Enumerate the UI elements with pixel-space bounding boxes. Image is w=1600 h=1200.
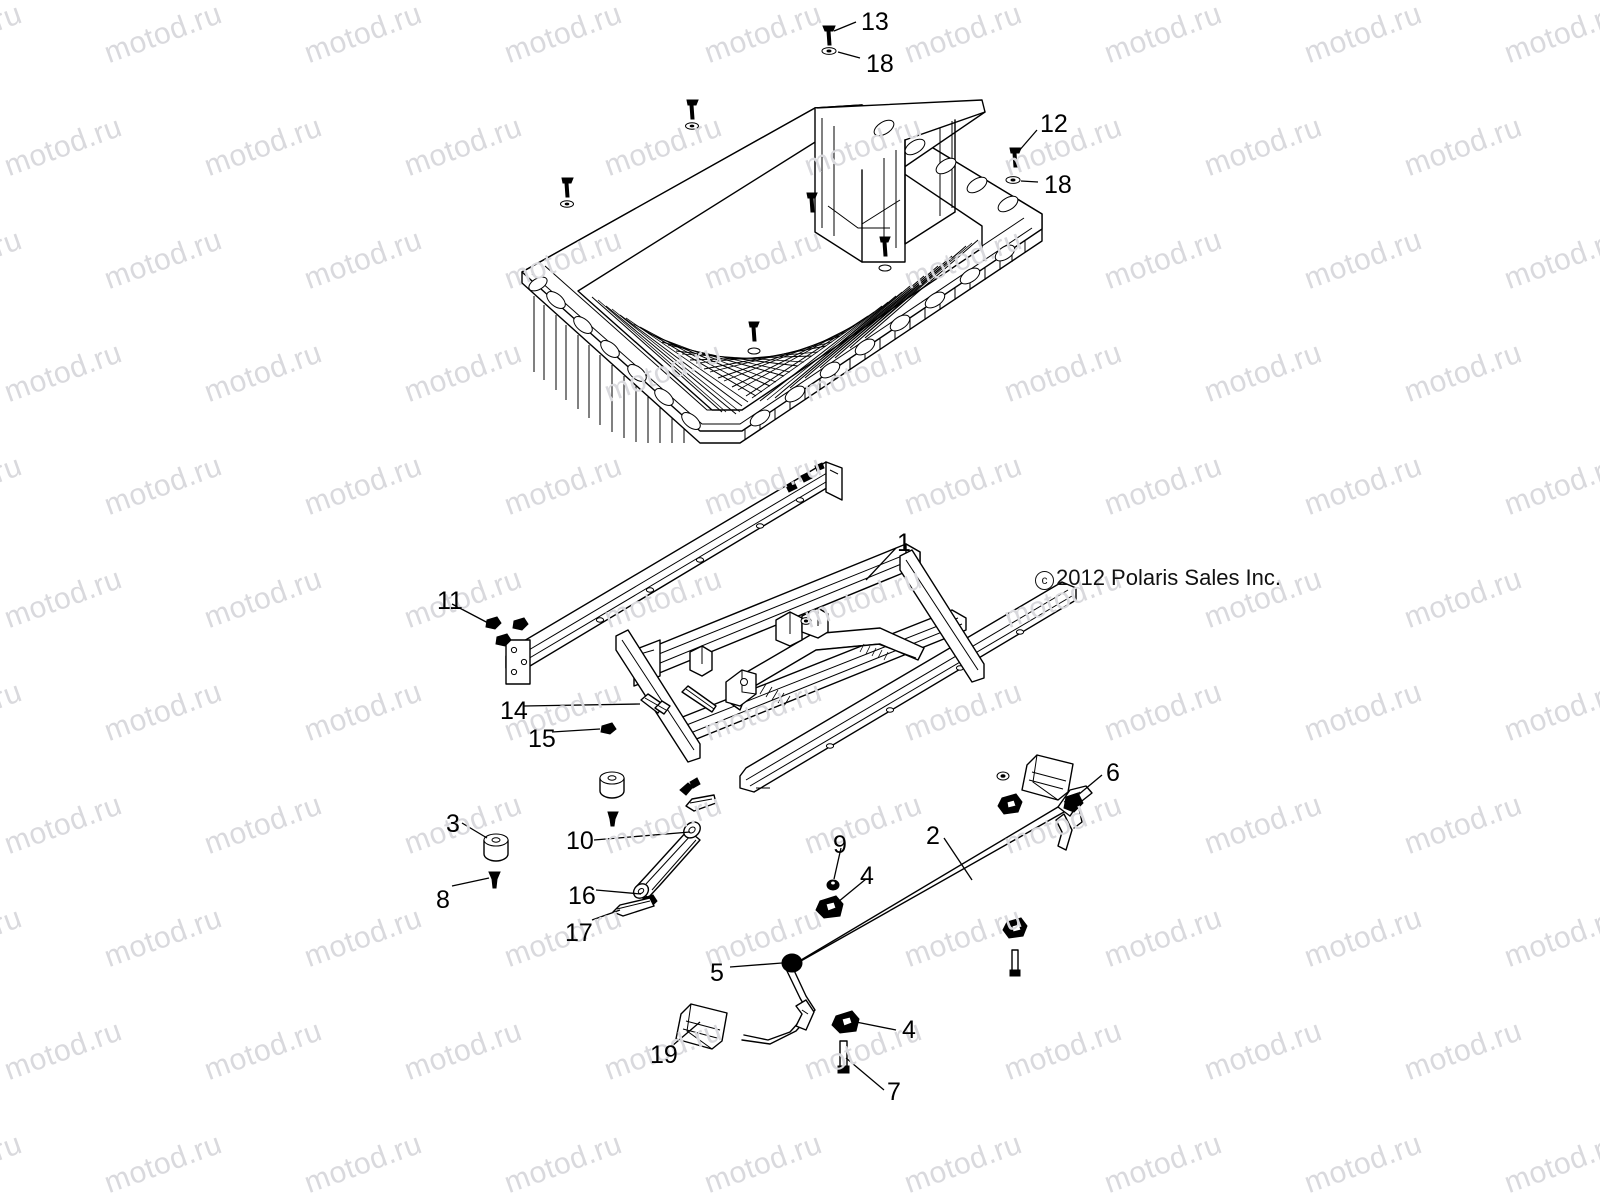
callout-7: 7 [887, 1078, 901, 1106]
copyright-icon: c [1035, 571, 1054, 590]
fastener-washer-18a [821, 47, 837, 55]
pin-rod-lower [1009, 949, 1021, 977]
part-17-spacer [612, 897, 655, 917]
frame-weldment [505, 461, 1077, 793]
callout-16: 16 [568, 882, 596, 910]
washer-rod-upper [996, 771, 1010, 781]
part-19-grip [675, 1003, 728, 1050]
fastener-screw-box-a [686, 99, 699, 120]
callout-15: 15 [528, 725, 556, 753]
callout-2: 2 [926, 822, 940, 850]
callout-19: 19 [650, 1041, 678, 1069]
callout-3: 3 [446, 810, 460, 838]
copyright-text: 2012 Polaris Sales Inc. [1056, 565, 1282, 590]
leader-lines [451, 21, 1103, 1091]
callout-18b: 18 [1044, 171, 1072, 199]
callout-8: 8 [436, 886, 450, 914]
fastener-washer-18b [1005, 176, 1021, 184]
clip-rod-lower [1002, 917, 1028, 939]
part-9-rivet [826, 879, 840, 891]
callout-4b: 4 [902, 1016, 916, 1044]
part-4a-clip [815, 895, 844, 919]
callout-1: 1 [897, 529, 911, 557]
fastener-washer-box-d [878, 264, 892, 272]
pin-near-strut [685, 794, 717, 812]
callout-5: 5 [710, 959, 724, 987]
part-6-grip [1021, 754, 1074, 801]
cargo-box-assembly [521, 25, 1043, 444]
fastener-screw-box-d [879, 236, 891, 257]
fastener-washer-box-e [747, 347, 761, 355]
part-15-nut [600, 722, 617, 735]
callout-17: 17 [565, 919, 593, 947]
frame-pin [681, 685, 717, 713]
callout-18a: 18 [866, 50, 894, 78]
part-10-gas-strut [632, 821, 701, 899]
bushing-upper [599, 771, 625, 799]
callout-14: 14 [500, 697, 528, 725]
part-4b-clip [831, 1010, 860, 1034]
part-7-pin [837, 1040, 850, 1074]
clip-rod-upper [997, 793, 1023, 815]
part-2-latch-rod [741, 785, 1093, 1045]
callout-13: 13 [861, 8, 889, 36]
callout-11: 11 [437, 587, 463, 615]
fastener-screw-box-b [561, 177, 574, 198]
part-11-clips [485, 616, 529, 647]
part-6-end-cap [1063, 792, 1084, 813]
part-14-bolt [640, 693, 671, 715]
fastener-screw-box-e [748, 321, 760, 342]
fastener-screw-13 [822, 25, 836, 46]
clip-near-strut [679, 777, 701, 796]
fastener-washer-box-b [560, 200, 574, 208]
screw-upper-small [607, 811, 619, 827]
callout-10: 10 [566, 827, 594, 855]
part-5-knob [781, 953, 803, 973]
callout-4a: 4 [860, 862, 874, 890]
callout-9: 9 [833, 831, 847, 859]
part-3-bushing [483, 833, 509, 862]
callout-6: 6 [1106, 759, 1120, 787]
fastener-screw-box-c [806, 192, 818, 213]
part-8-screw [488, 871, 501, 889]
fastener-washer-box-a [685, 122, 699, 130]
callout-12: 12 [1040, 110, 1068, 138]
